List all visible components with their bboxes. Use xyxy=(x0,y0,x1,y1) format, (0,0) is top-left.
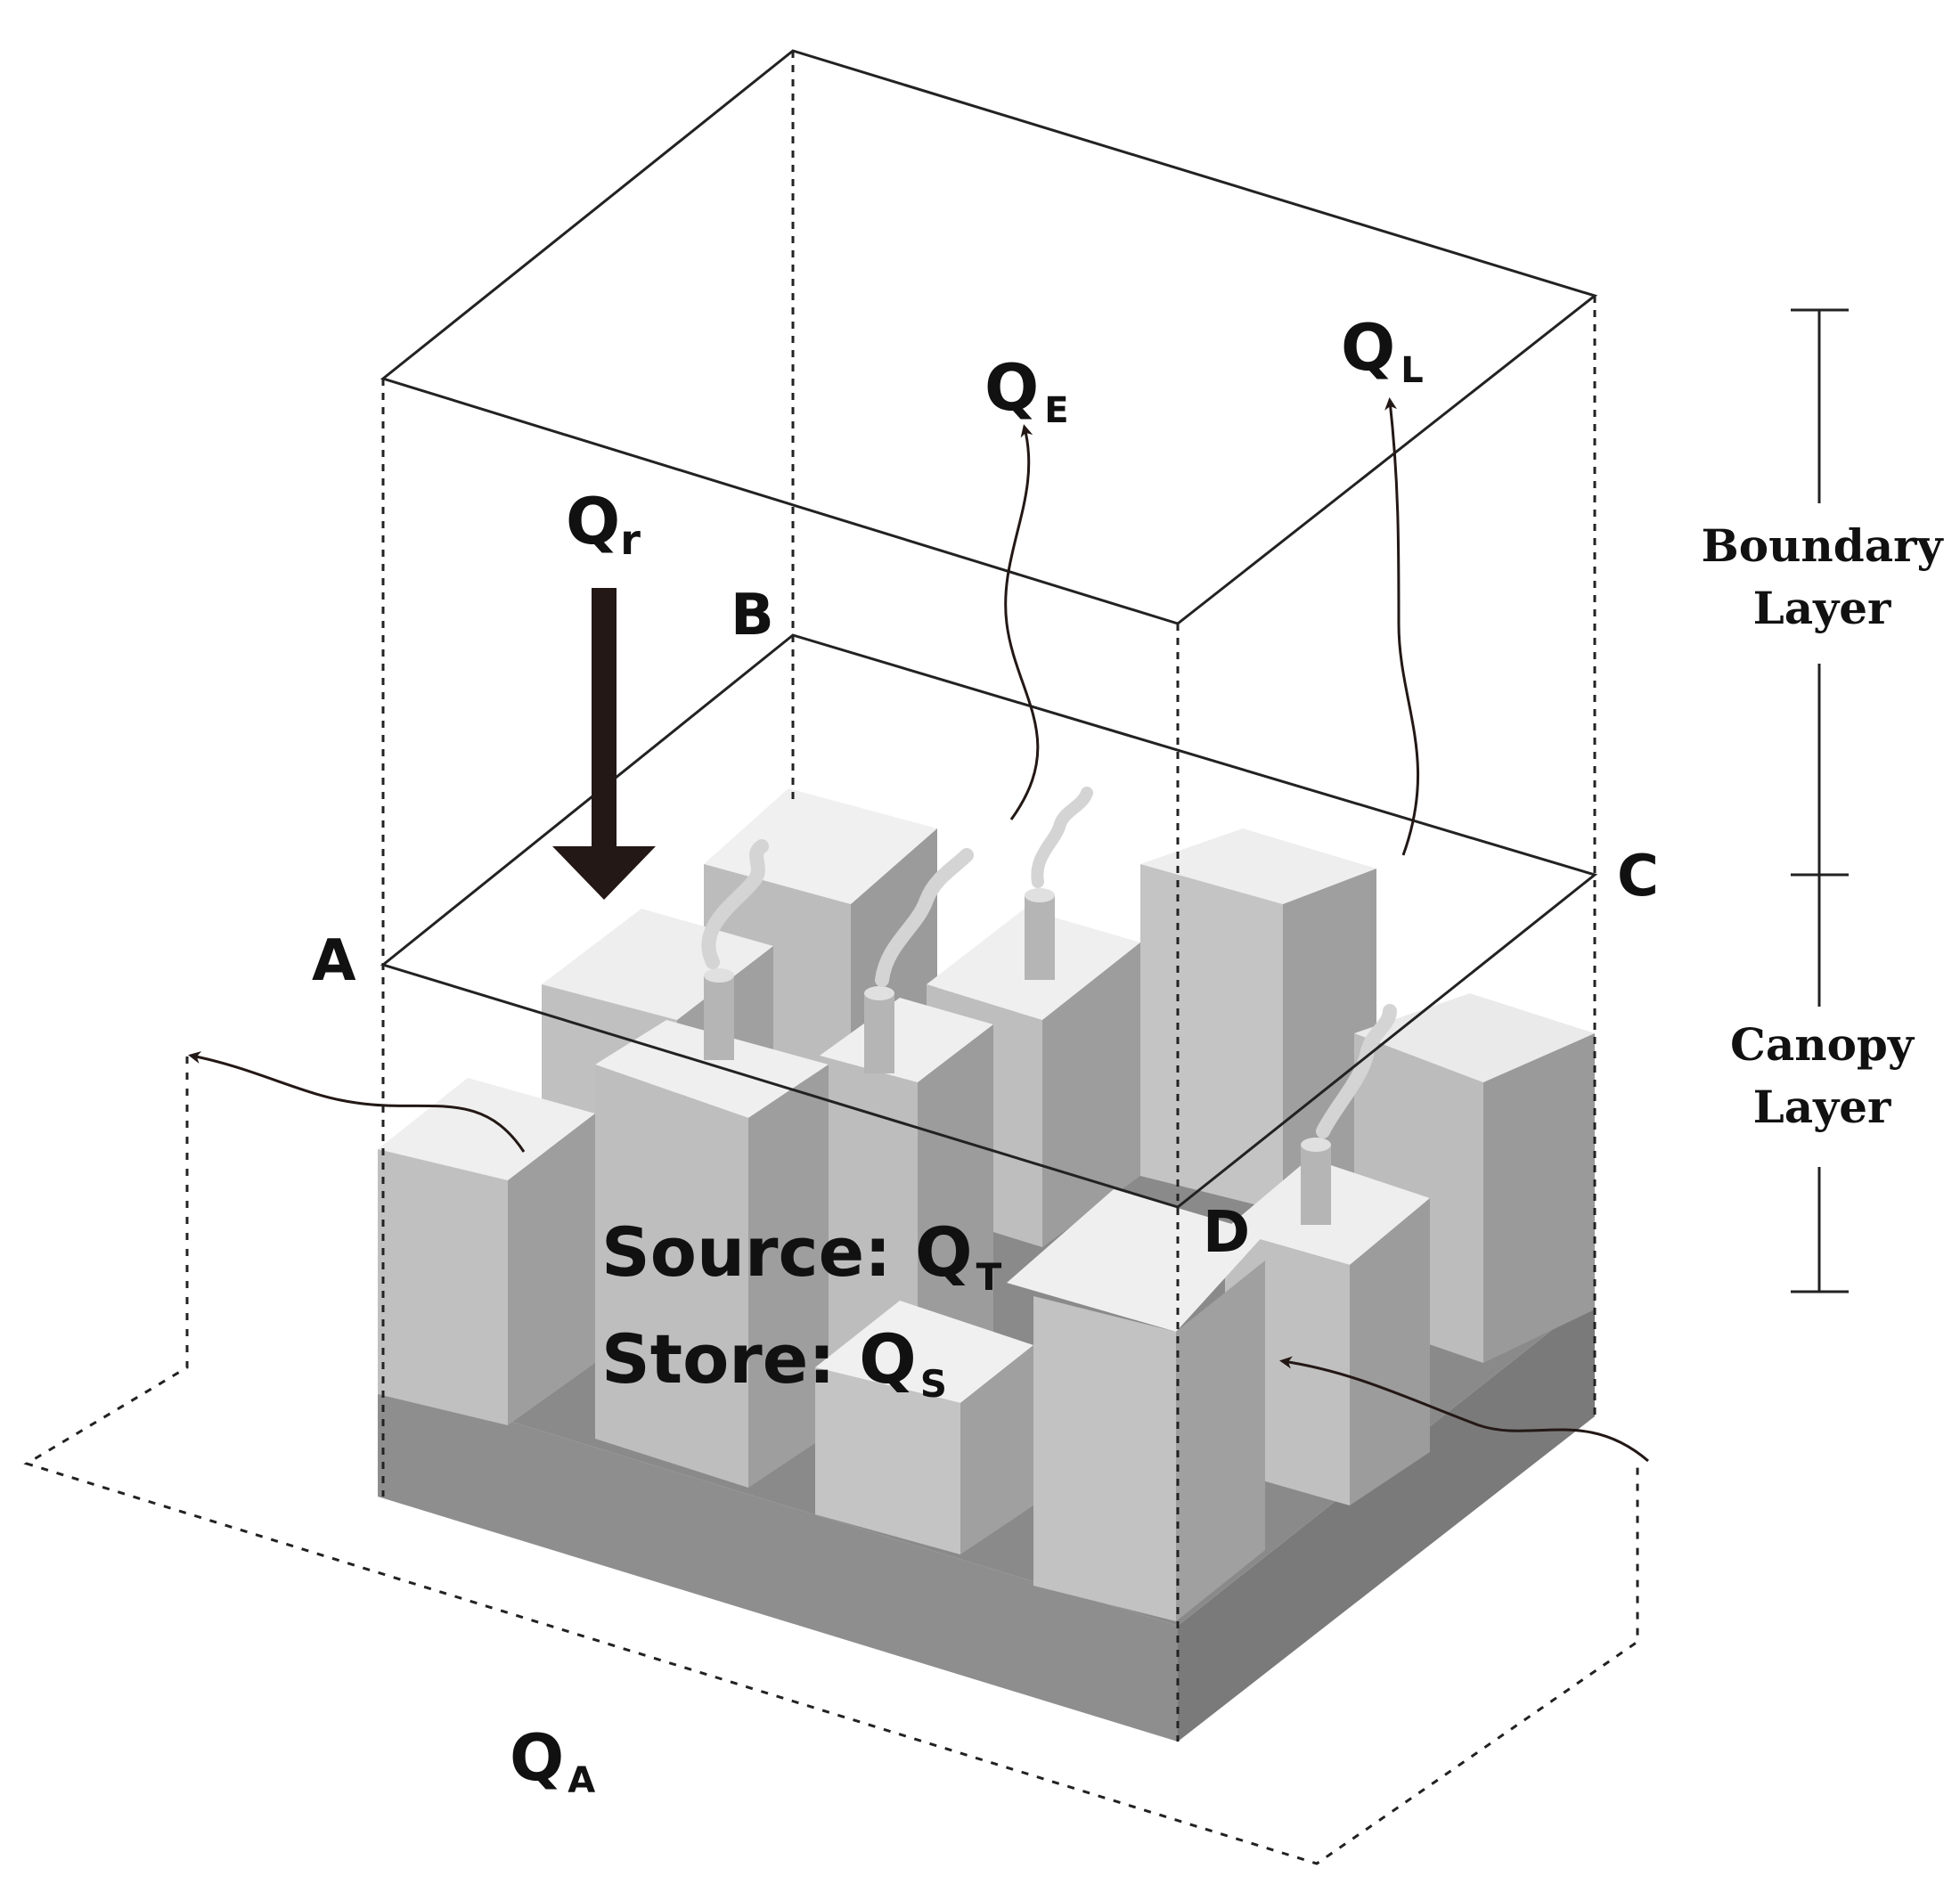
building-front-center xyxy=(815,1301,1033,1554)
advection-outline xyxy=(23,1057,1639,1865)
qa-inflow-arrow xyxy=(1279,1356,1649,1463)
building-tall-right xyxy=(1140,828,1376,1212)
source-label: Source: QT xyxy=(601,1212,1002,1299)
point-c-label: C xyxy=(1617,844,1659,910)
qe-wavy-arrow xyxy=(1004,424,1040,820)
qr-label: Qr xyxy=(566,484,641,564)
vertical-dashed-edges xyxy=(381,51,1597,1742)
boundary-layer-label-line2: Layer xyxy=(1753,582,1891,634)
building-tall-left xyxy=(595,1020,829,1488)
point-a-label: A xyxy=(312,928,356,994)
boundary-layer-label-line1: Boundary xyxy=(1701,519,1944,572)
point-d-label: D xyxy=(1203,1200,1250,1266)
qr-downward-arrow xyxy=(552,588,656,900)
chimney-1 xyxy=(701,839,769,1060)
chimney-3 xyxy=(1025,787,1093,980)
building-left-short xyxy=(378,1078,595,1425)
layer-scale-bar xyxy=(1791,308,1849,1293)
point-b-label: B xyxy=(731,583,774,649)
store-label: Store: QS xyxy=(601,1319,947,1406)
canopy-layer-label-line1: Canopy xyxy=(1730,1018,1915,1071)
building-front-tall xyxy=(1007,1189,1265,1621)
chimney-2 xyxy=(864,848,974,1073)
ql-wavy-arrow xyxy=(1384,397,1420,856)
canopy-layer-label-line2: Layer xyxy=(1753,1081,1891,1133)
qa-outflow-arrow xyxy=(188,1051,526,1153)
